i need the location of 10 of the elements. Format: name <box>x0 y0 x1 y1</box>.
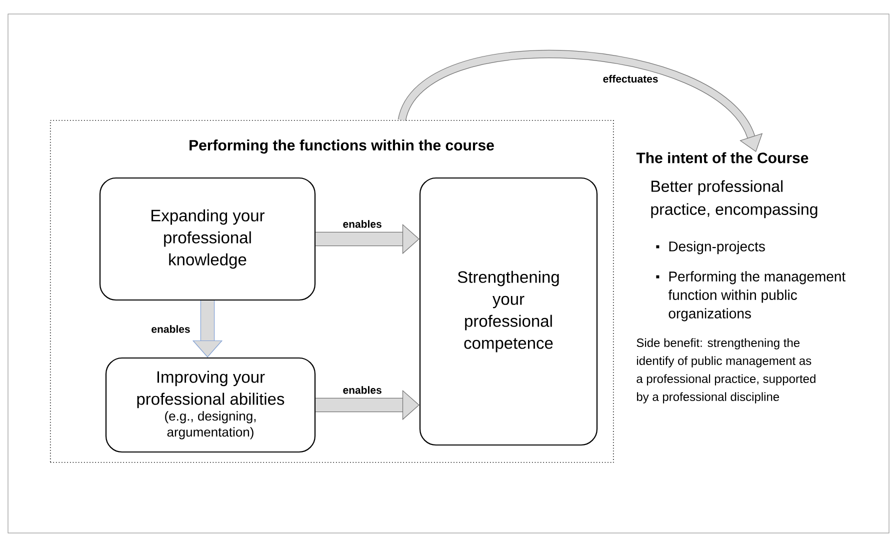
frame-heading: Performing the functions within the course <box>190 140 494 154</box>
intent-text: The intent of the Course Better professional practice, encompassing Design-projects Performing the management function within public organizations Side benefit: strengthening the identify of public management as a professional practice, supported by a professional discipline <box>636 152 846 404</box>
block-arrow <box>398 50 763 152</box>
process-box: Expanding your professional knowledge <box>99 177 316 301</box>
process-box: Improving your professional abilities (e.g., designing, argumentation) <box>105 357 316 453</box>
edge-label: enables <box>342 219 383 229</box>
edge-label: effectuates <box>602 74 660 84</box>
edge-label: enables <box>342 385 383 395</box>
edge-label: enables <box>150 324 192 334</box>
process-box: Strengthening your professional competence <box>419 177 598 446</box>
